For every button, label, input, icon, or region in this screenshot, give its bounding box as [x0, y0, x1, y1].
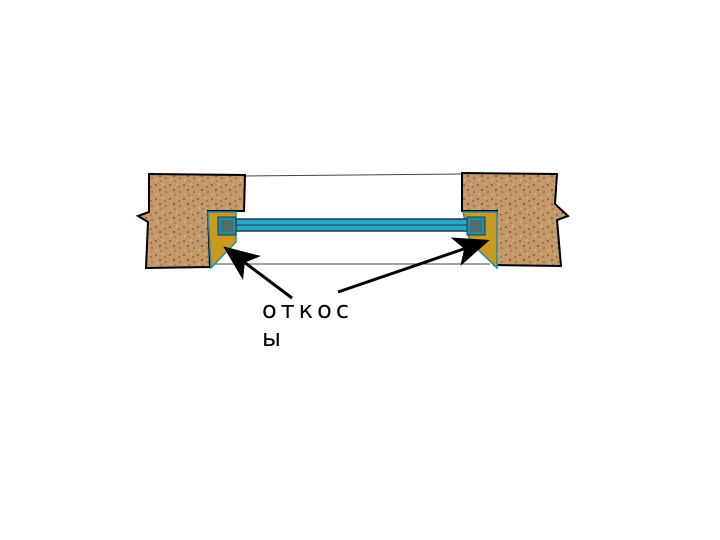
left-wall-block — [135, 172, 247, 270]
left-window-frame-core — [221, 220, 233, 232]
opening-top-line — [243, 173, 463, 177]
right-window-frame-core — [470, 220, 482, 232]
arrow-to-left-slope — [223, 246, 293, 300]
right-wall-block — [461, 171, 570, 268]
slopes-caption: откосы — [262, 296, 354, 352]
arrow-to-right-slope — [337, 237, 490, 294]
